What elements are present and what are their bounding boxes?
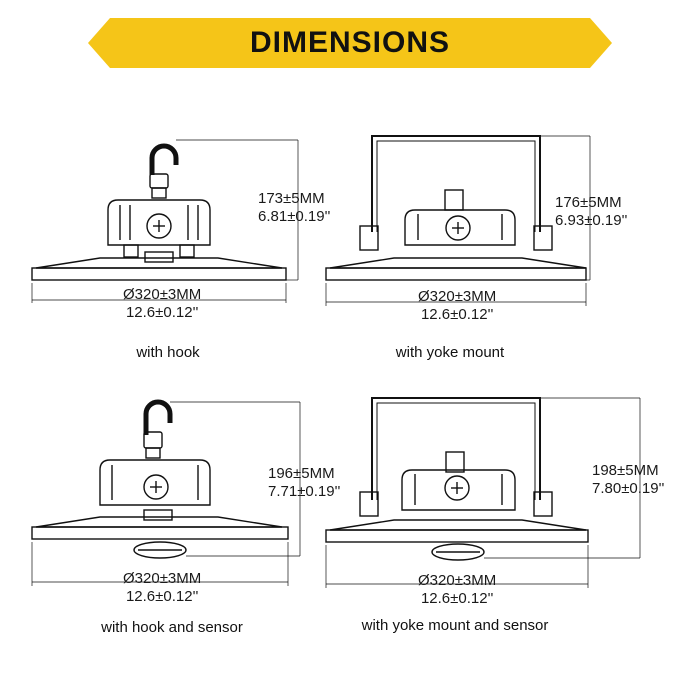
banner-arrow-shape (88, 18, 612, 68)
caption-label: with yoke mount (395, 344, 505, 361)
caption-label: with yoke mount and sensor (361, 617, 549, 634)
caption-label: with hook (136, 344, 200, 361)
title-banner: DIMENSIONS (88, 18, 612, 68)
caption-label: with hook and sensor (101, 619, 243, 636)
page-title: DIMENSIONS (249, 26, 451, 59)
